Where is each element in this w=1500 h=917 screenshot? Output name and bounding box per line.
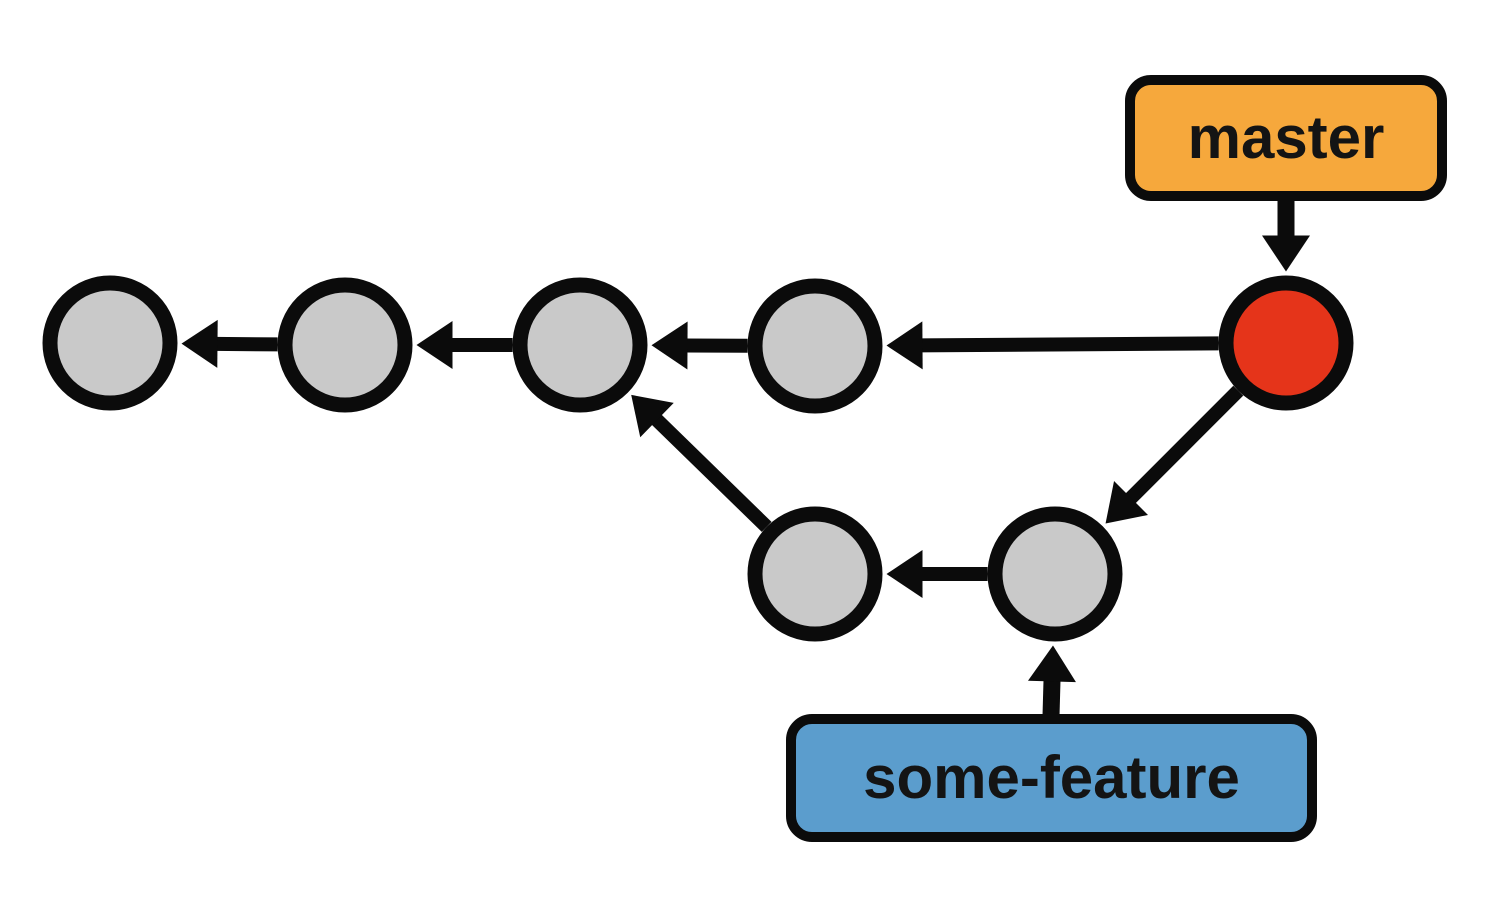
commit-1-node — [42, 275, 178, 411]
some-feature-branch-label: some-feature — [863, 744, 1240, 811]
arrows-layer — [181, 198, 1310, 717]
commit-4-node — [747, 278, 883, 414]
parent-arrow-head-c4 — [886, 321, 1219, 370]
feature-commit-1-node — [747, 506, 883, 642]
merge-commit-head-node — [1218, 275, 1354, 411]
commit-2-node — [277, 277, 413, 413]
feature-commit-2-node — [987, 506, 1123, 642]
commit-3-node — [512, 277, 648, 413]
some-feature-branch-badge: some-feature — [786, 714, 1317, 842]
branch-base-arrow-b1-c3 — [631, 394, 772, 532]
feature-pointer-arrow — [1027, 645, 1076, 717]
merge-parent-arrow-head-b2 — [1105, 385, 1244, 524]
parent-arrow-c2-c1 — [181, 319, 278, 368]
master-pointer-arrow — [1262, 198, 1310, 272]
parent-arrow-c4-c3 — [651, 321, 748, 370]
parent-arrow-c3-c2 — [416, 321, 513, 369]
master-branch-badge: master — [1125, 75, 1447, 201]
parent-arrow-b2-b1 — [886, 550, 988, 598]
nodes-layer — [42, 275, 1354, 642]
master-branch-label: master — [1187, 104, 1385, 171]
